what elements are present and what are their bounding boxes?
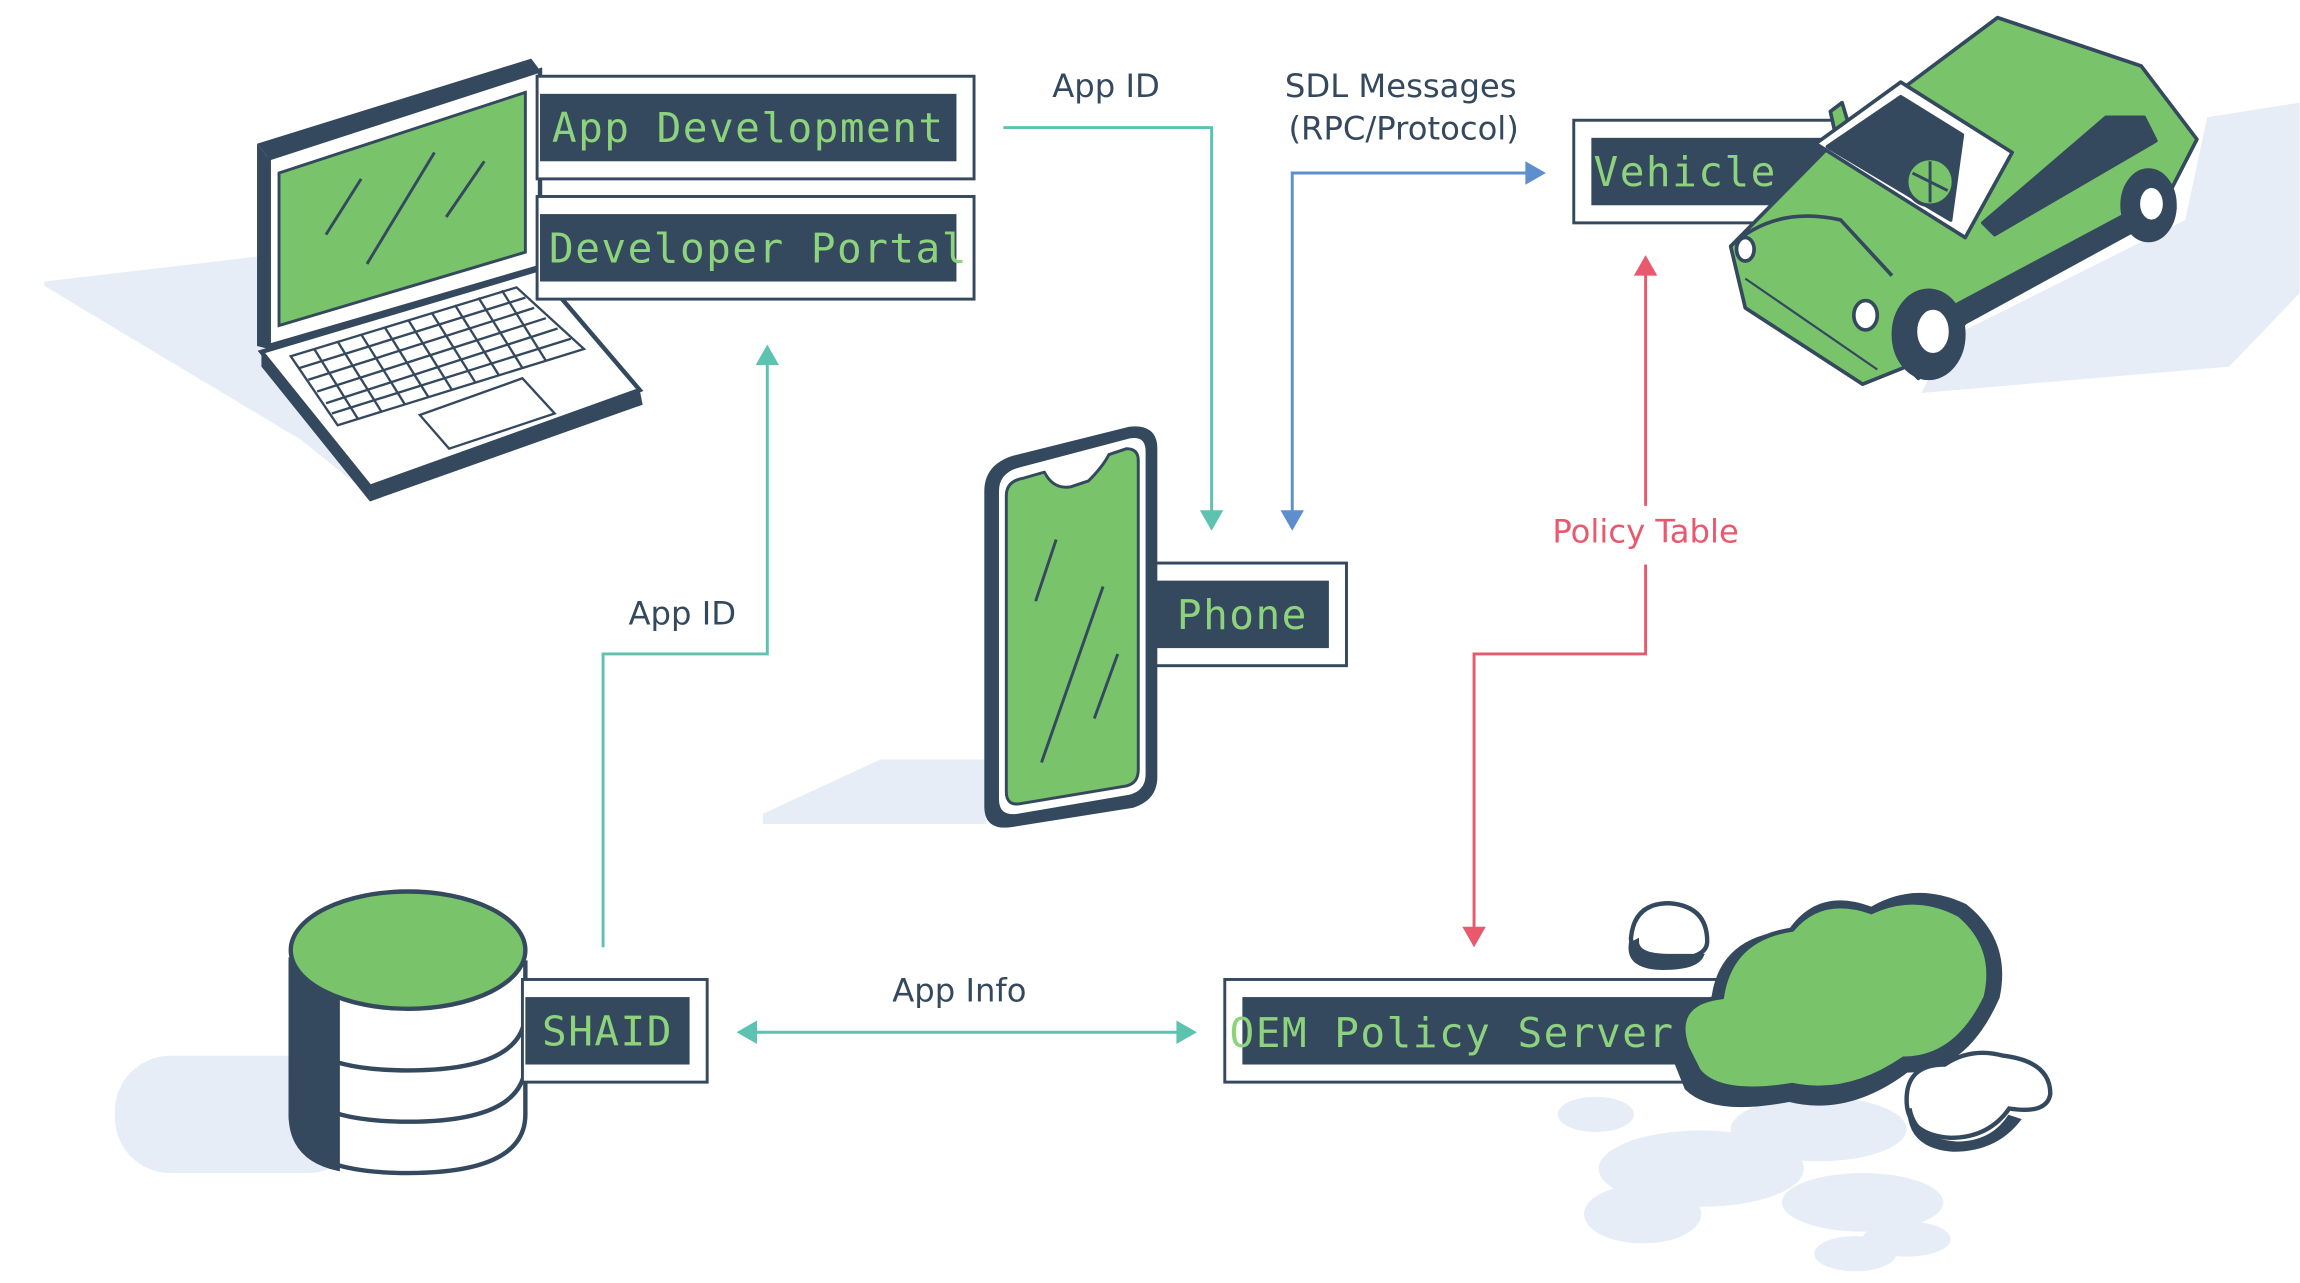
arrow-head-down [1462,926,1486,948]
label-app-info: App Info [892,971,1026,1009]
arrow-head-left [736,1020,758,1044]
label-app-id-top: App ID [1052,67,1160,105]
cloud-icon [1628,892,2053,1152]
arrow-head-down [1280,510,1304,531]
car-icon [1728,15,2199,386]
node-developer-portal: Developer Portal [535,195,976,301]
connector-labels: App ID SDL Messages (RPC/Protocol) App I… [628,67,1738,1010]
laptop-icon [257,58,644,502]
oem-policy-server-label: OEM Policy Server [1230,1009,1675,1057]
arrow-head-up [1633,255,1658,276]
app-development-label: App Development [552,104,945,152]
arrow-head-right [1176,1020,1197,1044]
connector-sdl [1290,171,1532,517]
node-vehicle: Vehicle [1572,118,1854,225]
arrow-head-right [1525,161,1546,185]
arrow-head-up [755,344,780,366]
connector-appid-left [601,360,769,948]
label-app-id-left: App ID [628,595,736,633]
label-policy-table: Policy Table [1552,513,1738,551]
connectors [601,126,1658,1044]
phone-icon [984,426,1158,828]
node-phone: Phone [1154,561,1348,668]
developer-portal-label: Developer Portal [549,224,968,272]
label-sdl-protocol: (RPC/Protocol) [1288,109,1518,147]
node-app-development: App Development [535,74,976,181]
phone-label: Phone [1177,591,1308,639]
label-sdl-messages: SDL Messages [1285,67,1517,105]
arrow-head-down [1199,510,1224,531]
node-shaid: SHAID [520,978,709,1084]
shaid-label: SHAID [542,1007,673,1055]
database-icon [288,889,528,1176]
connector-appid-top [1003,126,1214,517]
connector-policy-bottom [1472,564,1648,933]
vehicle-label: Vehicle [1594,148,1777,196]
